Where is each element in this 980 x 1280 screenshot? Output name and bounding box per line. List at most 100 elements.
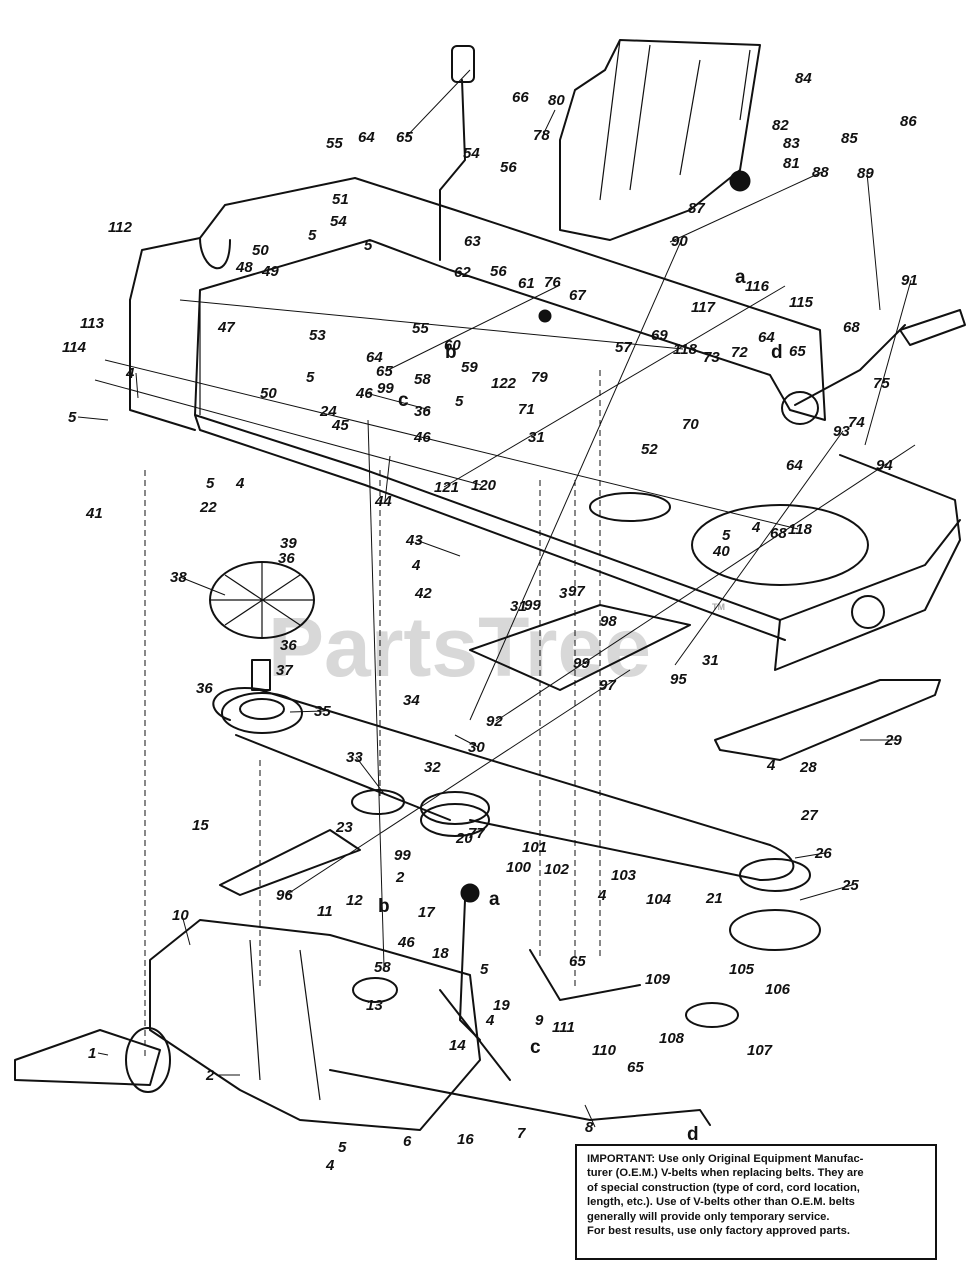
callout-64: 64 xyxy=(366,349,383,366)
leader-line xyxy=(584,1104,596,1128)
notice-line: length, etc.). Use of V-belts other than… xyxy=(587,1196,855,1209)
leader-line xyxy=(454,734,479,748)
callout-4: 4 xyxy=(411,557,421,574)
callout-36: 36 xyxy=(414,403,431,420)
callout-23: 23 xyxy=(335,819,353,836)
callout-59: 59 xyxy=(461,359,478,376)
callout-44: 44 xyxy=(374,493,392,510)
callout-62: 62 xyxy=(454,264,471,281)
callout-9: 9 xyxy=(535,1012,544,1029)
callout-76: 76 xyxy=(544,274,561,291)
callout-47: 47 xyxy=(217,319,235,336)
callout-31: 31 xyxy=(528,429,545,446)
callout-111: 111 xyxy=(552,1019,575,1036)
callout-15: 15 xyxy=(192,817,209,834)
callout-118: 118 xyxy=(788,521,813,538)
callout-102: 102 xyxy=(544,861,570,878)
callout-70: 70 xyxy=(682,416,699,433)
callout-72: 72 xyxy=(731,344,748,361)
callout-73: 73 xyxy=(703,349,720,366)
callout-54: 54 xyxy=(463,145,480,162)
shift-lever xyxy=(781,309,966,425)
callout-99: 99 xyxy=(394,847,411,864)
callout-48: 48 xyxy=(235,259,253,276)
letter-marker-a: a xyxy=(735,267,746,288)
leader-line xyxy=(97,1052,109,1056)
callout-24: 24 xyxy=(319,403,337,420)
callout-82: 82 xyxy=(772,117,789,134)
callout-5: 5 xyxy=(722,527,731,544)
letter-marker-d: d xyxy=(687,1124,699,1145)
callout-31: 31 xyxy=(702,652,719,669)
callout-68: 68 xyxy=(843,319,860,336)
callout-68: 68 xyxy=(770,525,787,542)
callout-34: 34 xyxy=(403,692,420,709)
callout-41: 41 xyxy=(85,505,103,522)
callout-46: 46 xyxy=(397,934,415,951)
callout-51: 51 xyxy=(332,191,349,208)
pulleys xyxy=(221,692,821,1028)
callout-117: 117 xyxy=(691,299,716,316)
leader-line xyxy=(864,279,912,446)
important-notice: IMPORTANT: Use only Original Equipment M… xyxy=(575,1144,937,1260)
callout-4: 4 xyxy=(485,1012,495,1029)
callout-4: 4 xyxy=(766,757,776,774)
callout-30: 30 xyxy=(468,739,485,756)
callout-8: 8 xyxy=(585,1119,594,1136)
callout-71: 71 xyxy=(518,401,535,418)
callout-121: 121 xyxy=(434,479,459,496)
callout-81: 81 xyxy=(783,155,800,172)
callout-25: 25 xyxy=(841,877,859,894)
callout-80: 80 xyxy=(548,92,565,109)
callout-5: 5 xyxy=(480,961,489,978)
callout-95: 95 xyxy=(670,671,687,688)
callout-90: 90 xyxy=(671,233,688,250)
leader-line xyxy=(385,284,561,372)
brake-bracket-plate xyxy=(219,604,941,896)
leader-line xyxy=(179,576,226,596)
callout-52: 52 xyxy=(641,441,658,458)
leader-line xyxy=(135,372,139,399)
callout-4: 4 xyxy=(125,365,135,382)
callout-110: 110 xyxy=(592,1042,617,1059)
leader-line xyxy=(443,285,786,488)
callout-3: 3 xyxy=(559,585,568,602)
callout-54: 54 xyxy=(330,213,347,230)
callout-14: 14 xyxy=(449,1037,466,1054)
leader-line xyxy=(866,172,881,311)
callout-22: 22 xyxy=(199,499,217,516)
leader-line xyxy=(104,359,799,530)
callout-12: 12 xyxy=(346,892,363,909)
callout-74: 74 xyxy=(848,414,865,431)
callout-36: 36 xyxy=(278,550,295,567)
notice-line: generally will provide only temporary se… xyxy=(587,1210,830,1223)
callout-103: 103 xyxy=(611,867,637,884)
callout-77: 77 xyxy=(468,825,485,842)
callout-99: 99 xyxy=(573,655,590,672)
callout-50: 50 xyxy=(252,242,269,259)
callout-55: 55 xyxy=(412,320,429,337)
callout-84: 84 xyxy=(795,70,812,87)
callout-4: 4 xyxy=(325,1157,335,1174)
transmission xyxy=(14,919,481,1131)
callout-65: 65 xyxy=(627,1059,644,1076)
callout-46: 46 xyxy=(413,429,431,446)
callout-53: 53 xyxy=(309,327,326,344)
callout-58: 58 xyxy=(374,959,391,976)
callout-115: 115 xyxy=(789,294,814,311)
callout-7: 7 xyxy=(517,1125,526,1142)
callout-27: 27 xyxy=(800,807,818,824)
callout-91: 91 xyxy=(901,272,918,289)
callout-87: 87 xyxy=(688,200,705,217)
callout-63: 63 xyxy=(464,233,481,250)
callout-92: 92 xyxy=(486,713,503,730)
callout-122: 122 xyxy=(491,375,517,392)
letter-marker-c: c xyxy=(530,1037,541,1058)
callout-99: 99 xyxy=(377,380,394,397)
callout-85: 85 xyxy=(841,130,858,147)
callout-5: 5 xyxy=(68,409,77,426)
letter-marker-d: d xyxy=(771,342,783,363)
callout-65: 65 xyxy=(789,343,806,360)
